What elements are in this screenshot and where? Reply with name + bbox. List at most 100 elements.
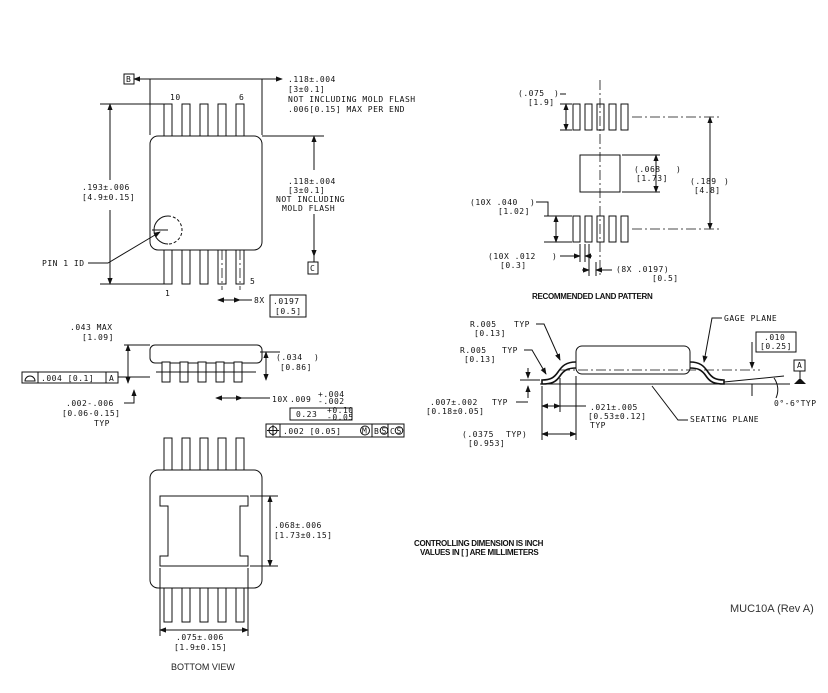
flatness-datum: A bbox=[109, 374, 114, 383]
land-pad bbox=[596, 215, 605, 243]
pin-10-label: 10 bbox=[170, 93, 181, 102]
lp-bottom-pads bbox=[572, 215, 629, 243]
angle-line bbox=[723, 375, 785, 383]
gage-dim-1: .010 bbox=[764, 333, 785, 342]
lp-padw-leader bbox=[536, 201, 549, 216]
lp-center-3: [1.73] bbox=[636, 174, 668, 183]
width-dim-1: .118±.004 bbox=[288, 75, 336, 84]
pin1-id-leader bbox=[88, 231, 161, 264]
datum-a-triangle bbox=[794, 378, 806, 384]
lt-3: [0.18±0.05] bbox=[426, 407, 484, 416]
lead-foot bbox=[233, 371, 243, 383]
lp-top-pads bbox=[572, 103, 629, 131]
side-leads bbox=[156, 361, 256, 383]
lead-width-count: 10X bbox=[272, 395, 288, 404]
lead-foot bbox=[197, 371, 207, 383]
height-dim-2: [1.09] bbox=[82, 333, 114, 342]
lp-padw-3: [1.02] bbox=[498, 207, 530, 216]
lead bbox=[233, 361, 243, 373]
position-c: C bbox=[390, 427, 395, 436]
r2-1: R.005 bbox=[460, 346, 487, 355]
lead-width-plus: +.004 bbox=[318, 390, 345, 399]
lead bbox=[235, 585, 245, 623]
lead bbox=[215, 361, 225, 373]
note-line1: CONTROLLING DIMENSION IS INCH bbox=[414, 539, 544, 548]
position-s1: S bbox=[382, 427, 387, 436]
land-pad bbox=[608, 103, 617, 131]
land-pad bbox=[596, 103, 605, 131]
lead bbox=[199, 585, 209, 623]
lp-total-1: (.189 bbox=[690, 177, 717, 186]
pin-6-label: 6 bbox=[239, 93, 244, 102]
width-dim-2: [3±0.1] bbox=[288, 85, 325, 94]
lp-padlen-1: (.075 bbox=[518, 89, 545, 98]
lp-gap-2: ) bbox=[552, 252, 557, 261]
length-dim-1: .193±.006 bbox=[82, 183, 130, 192]
pin1-id-label: PIN 1 ID bbox=[42, 259, 85, 268]
foot-2: [0.53±0.12] bbox=[588, 412, 646, 421]
gage-dim-2: [0.25] bbox=[760, 342, 792, 351]
bv-top-leads bbox=[163, 437, 245, 473]
lp-gap-1: (10X .012 bbox=[488, 252, 536, 261]
lead bbox=[181, 437, 191, 473]
land-pad bbox=[620, 215, 629, 243]
datum-a-label: A bbox=[797, 361, 802, 370]
angle-arc bbox=[773, 377, 779, 399]
pitch-dim-mm: [0.5] bbox=[275, 307, 302, 316]
bv-bottom-leads bbox=[163, 585, 245, 623]
lp-center-1: (.068 bbox=[634, 165, 661, 174]
foot-1: .021±.005 bbox=[590, 403, 638, 412]
gage-dim-box bbox=[755, 331, 797, 353]
body-width-2: [3±0.1] bbox=[288, 186, 325, 195]
lp-pitch-1: (8X .0197) bbox=[616, 265, 669, 274]
rfs-icon bbox=[394, 426, 404, 435]
land-pad bbox=[608, 215, 617, 243]
position-frame bbox=[265, 423, 405, 438]
standoff-3: TYP bbox=[94, 419, 110, 428]
revision-label: MUC10A (Rev A) bbox=[730, 603, 814, 615]
right-lead bbox=[689, 361, 725, 385]
package-body bbox=[149, 135, 263, 251]
lead bbox=[181, 103, 191, 139]
length-dim-2: [4.9±0.15] bbox=[82, 193, 135, 202]
lead-width-mm-plus: +0.10 bbox=[327, 406, 354, 415]
thermal-pad bbox=[159, 495, 249, 567]
profile-body bbox=[575, 345, 691, 375]
pitch-box bbox=[269, 294, 307, 318]
lead-foot bbox=[179, 371, 189, 383]
lead bbox=[163, 103, 173, 139]
top-view: B 10 6 .118±.004 [3±0.1] NOT INCLUDING M… bbox=[42, 73, 415, 318]
bottom-view-label: BOTTOM VIEW bbox=[171, 662, 235, 672]
datum-b-label: B bbox=[126, 75, 131, 84]
lp-pitch-2: [0.5] bbox=[652, 274, 679, 283]
pin-5-label: 5 bbox=[250, 277, 255, 286]
pin1-notch-hidden bbox=[167, 215, 183, 245]
lead-foot bbox=[215, 371, 225, 383]
lp-total-3: [4.8] bbox=[694, 186, 721, 195]
lead bbox=[161, 361, 171, 373]
lead bbox=[217, 103, 227, 139]
lead-width-mm-minus: -0.05 bbox=[327, 413, 354, 422]
lp-gap-3: [0.3] bbox=[500, 261, 527, 270]
thk-dim-2: ) bbox=[314, 353, 319, 362]
lead bbox=[163, 247, 173, 285]
bottom-view: .068±.006 [1.73±0.15] .075±.006 [1.9±0.1… bbox=[149, 437, 332, 672]
thk-dim-3: [0.86] bbox=[280, 363, 312, 372]
lead bbox=[199, 437, 209, 473]
lead bbox=[235, 103, 245, 139]
r2-leader bbox=[524, 349, 547, 375]
lead-width-mm: 0.23 bbox=[296, 410, 317, 419]
flatness-icon bbox=[24, 375, 36, 382]
lead bbox=[199, 103, 209, 139]
r2-3: [0.13] bbox=[464, 355, 496, 364]
land-pad bbox=[584, 103, 593, 131]
bottom-leads bbox=[163, 247, 245, 290]
position-s2: S bbox=[397, 427, 402, 436]
lp-padlen-3: [1.9] bbox=[528, 98, 555, 107]
datum-c-box bbox=[307, 261, 319, 275]
flatness-fcf: .004 [0.1] A bbox=[21, 371, 150, 384]
land-pad bbox=[620, 103, 629, 131]
lead bbox=[235, 437, 245, 473]
standoff-1: .002-.006 bbox=[66, 399, 114, 408]
